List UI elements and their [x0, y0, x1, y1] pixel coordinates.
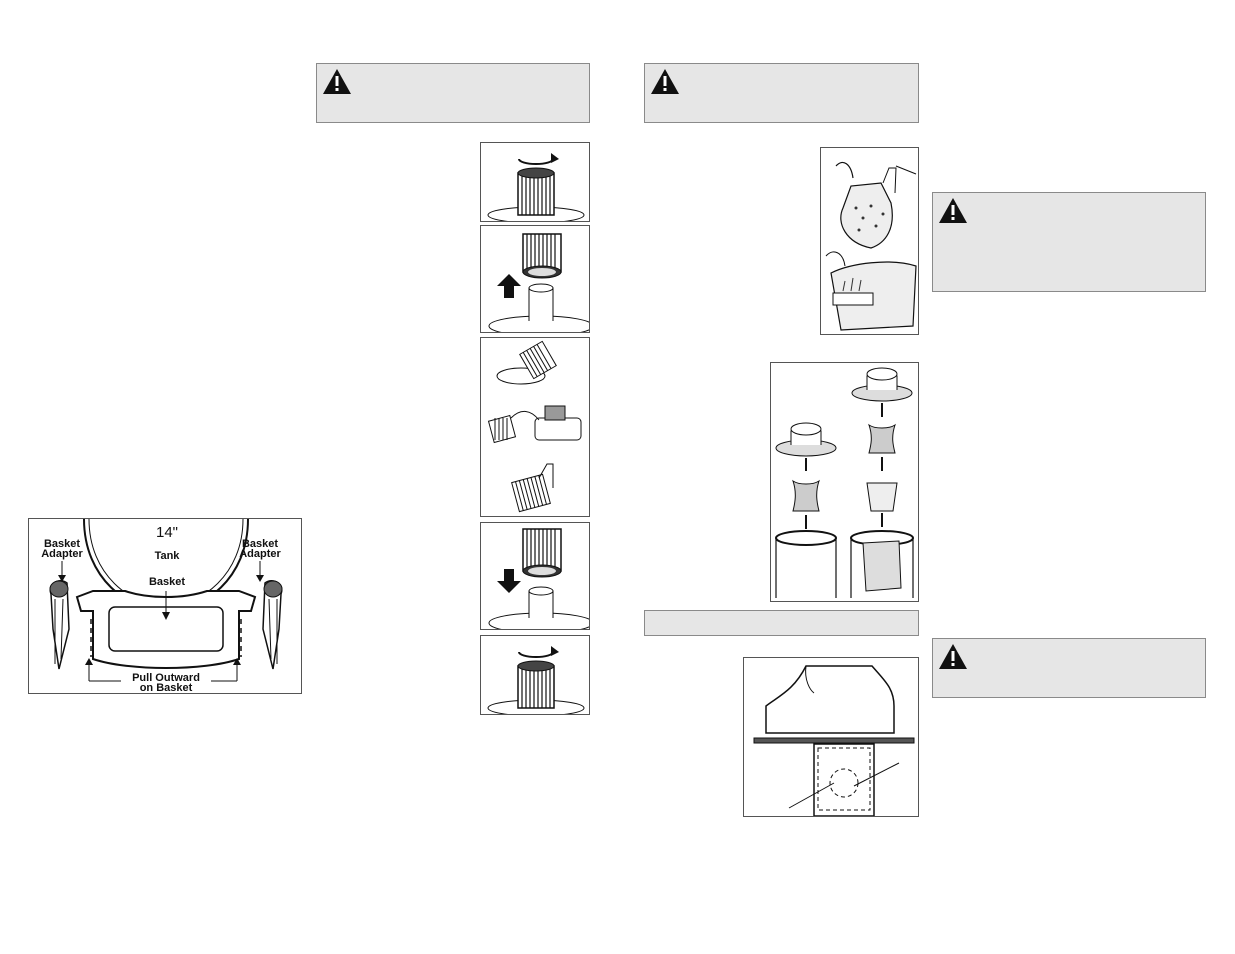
warning-box — [932, 192, 1206, 292]
warning-triangle-icon — [651, 69, 679, 94]
filter-step-rotate-top — [480, 142, 590, 222]
adapter-left-label-2: Adapter — [41, 548, 83, 560]
pull-outward-label-2: on Basket — [139, 682, 193, 694]
adapter-right-label-1: Basket — [241, 538, 279, 550]
adapter-left-label-1: Basket — [43, 538, 81, 550]
basket-label: Basket — [148, 576, 186, 588]
filter-step-clean — [480, 337, 590, 517]
tank-size-label: 14" — [155, 524, 178, 541]
warning-box — [932, 638, 1206, 698]
warning-triangle-icon — [323, 69, 351, 94]
filter-step-rotate-bottom — [480, 635, 590, 715]
filter-step-lower — [480, 522, 590, 630]
adapter-right-label-2: Adapter — [239, 548, 281, 560]
section-heading-bar — [644, 610, 919, 636]
warning-box — [644, 63, 919, 123]
cleaning-bag-figure — [820, 147, 919, 335]
warning-triangle-icon — [939, 198, 967, 223]
warning-triangle-icon — [939, 644, 967, 669]
basket-adapter-figure: 14" Tank Basket Basket Adapter Basket Ad… — [28, 518, 302, 694]
bag-assembly-figure — [770, 362, 919, 602]
warning-box — [316, 63, 590, 123]
pull-outward-label-1: Pull Outward — [132, 672, 200, 684]
tank-label: Tank — [154, 550, 180, 562]
filter-step-lift — [480, 225, 590, 333]
vacuum-head-filter-figure — [743, 657, 919, 817]
